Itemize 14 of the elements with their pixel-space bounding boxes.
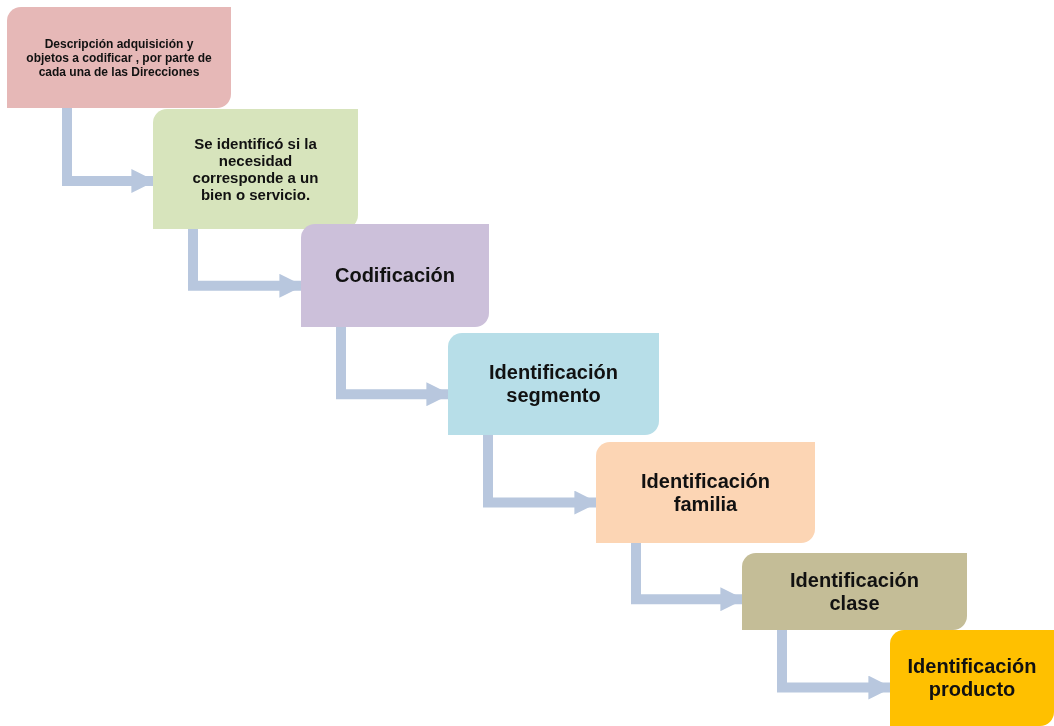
process-box [448, 333, 659, 435]
process-box [153, 109, 358, 229]
step-text: Identificación familia [640, 469, 771, 516]
process-box [596, 442, 815, 543]
step-text: Identificación segmento [488, 361, 619, 407]
step-text: Identificación clase [790, 568, 919, 615]
process-box [7, 7, 231, 108]
step-text: Codificación [335, 264, 455, 287]
step-text: Identificación producto [906, 655, 1038, 701]
step-text: Se identificó si la necesidad corresponde a un bien o servicio. [191, 135, 320, 203]
step-text: Descripción adquisición y objetos a codificar , por parte de cada una de las Direcciones [25, 36, 213, 79]
process-box [890, 630, 1054, 726]
process-box [742, 553, 967, 630]
process-box [301, 224, 489, 327]
